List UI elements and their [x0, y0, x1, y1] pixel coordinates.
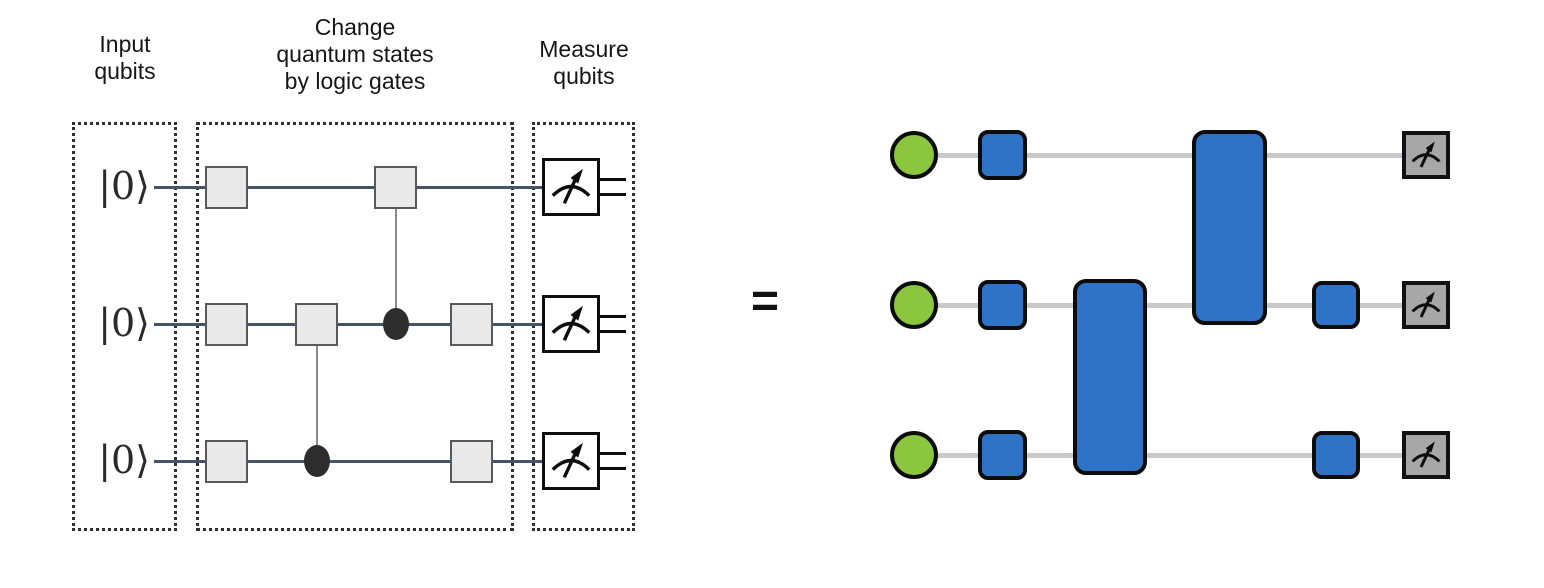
gate-box-q2-2: [450, 439, 493, 483]
control-dot-q2: [304, 445, 330, 477]
right-circuit: [860, 0, 1544, 588]
left-circuit: Input qubits Change quantum states by lo…: [0, 0, 700, 588]
two-qubit-gate-rows0-1: [1192, 130, 1267, 325]
meter-icon: [1411, 141, 1441, 168]
gate-box-q1-2-controlled-target: [295, 302, 338, 346]
label-measure-qubits: Measure qubits: [539, 36, 629, 89]
classical-wire: [599, 467, 626, 470]
qubit-wire-row1: [938, 302, 1402, 308]
ket-label-q1: |0⟩: [98, 301, 150, 346]
measure-box-q2: [542, 432, 600, 490]
single-qubit-gate-row2-late: [1312, 431, 1360, 479]
classical-wire: [599, 193, 626, 196]
input-node-row0: [890, 131, 938, 179]
logic-gates-box: [196, 122, 514, 531]
measure-box-q1: [542, 295, 600, 353]
input-qubits-box: [72, 122, 177, 531]
qubit-wire-row0: [938, 152, 1402, 158]
control-connector-q1-q2: [316, 345, 318, 461]
qubit-wire-q0: [154, 185, 542, 189]
classical-wire: [599, 452, 626, 455]
qubit-wire-q2: [154, 459, 542, 463]
single-qubit-gate-row1: [978, 280, 1027, 330]
classical-wire: [599, 178, 626, 181]
classical-wire: [599, 315, 626, 318]
measure-node-row0: [1402, 131, 1450, 179]
two-qubit-gate-rows1-2: [1073, 279, 1147, 475]
gate-box-q1-3: [450, 302, 493, 346]
single-qubit-gate-row1-late: [1312, 281, 1360, 329]
single-qubit-gate-row2: [978, 430, 1027, 480]
input-node-row1: [890, 281, 938, 329]
gate-box-q2-1: [205, 439, 248, 483]
label-input-qubits: Input qubits: [94, 31, 156, 84]
measure-node-row2: [1402, 431, 1450, 479]
meter-icon: [551, 442, 591, 479]
equals-sign: =: [751, 275, 780, 328]
qubit-wire-q1: [154, 322, 542, 326]
gate-box-q1-1: [205, 302, 248, 346]
ket-label-q0: |0⟩: [98, 164, 150, 209]
gate-box-q0-1: [205, 165, 248, 209]
meter-icon: [1411, 291, 1441, 318]
meter-icon: [1411, 441, 1441, 468]
label-logic-gates: Change quantum states by logic gates: [276, 14, 434, 94]
input-node-row2: [890, 431, 938, 479]
single-qubit-gate-row0: [978, 130, 1027, 180]
gate-box-q0-2-controlled-target: [374, 165, 417, 209]
control-dot-q1: [383, 308, 409, 340]
meter-icon: [551, 305, 591, 342]
measure-box-q0: [542, 158, 600, 216]
ket-label-q2: |0⟩: [98, 438, 150, 483]
measure-node-row1: [1402, 281, 1450, 329]
qubit-wire-row2: [938, 452, 1402, 458]
meter-icon: [551, 168, 591, 205]
classical-wire: [599, 330, 626, 333]
measure-qubits-box: [532, 122, 635, 531]
control-connector-q0-q1: [395, 208, 397, 324]
